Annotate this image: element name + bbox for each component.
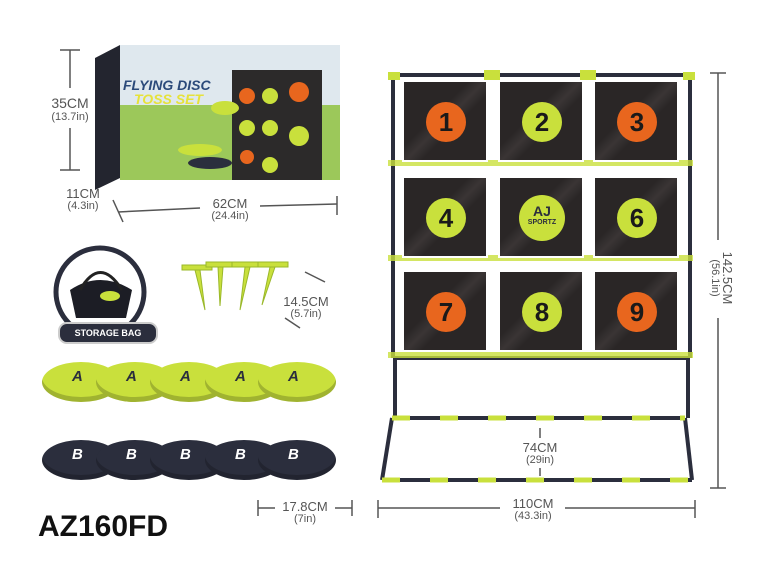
disc-letter: B [180,446,191,463]
logo-sportz: SPORTZ [527,219,557,226]
target-number: 4 [426,198,466,238]
storage-bag [53,245,147,339]
target-number: 1 [426,102,466,142]
target-panel-3: 3 [593,80,679,162]
target-panel-7: 7 [402,270,488,352]
target-number: 8 [522,292,562,332]
target-number: 2 [522,102,562,142]
target-panel-4: 4 [402,176,488,258]
lime-disc: A [258,362,336,402]
logo-aj: AJ [533,203,551,219]
disc-letter: B [235,446,246,463]
target-panel-6: 6 [593,176,679,258]
target-frame [380,70,695,483]
storage-bag-label: STORAGE BAG [58,322,158,344]
target-number: 6 [617,198,657,238]
box-width-label: 62CM(24.4in) [211,196,249,222]
disc-diameter-label: 17.8CM(7in) [282,499,328,525]
disc-letter: B [72,446,83,463]
disc-letter: A [180,368,191,385]
disc-letter: B [288,446,299,463]
disc-letter: A [288,368,299,385]
target-number: 9 [617,292,657,332]
target-panel-8: 8 [498,270,584,352]
frame-height-label: 142.5CM(56.1in) [709,251,735,305]
disc-letter: A [126,368,137,385]
navy-disc: B [258,440,336,480]
target-panel-2: 2 [498,80,584,162]
model-number: AZ160FD [38,510,169,543]
frame-width-label: 110CM(43.3in) [512,496,554,522]
frame-dimension-lines [257,72,726,518]
box-title-line2: TOSS SET [134,91,203,107]
stake-dimension-lines [284,271,326,329]
product-box [95,45,340,190]
disc-letter: A [235,368,246,385]
target-number: 7 [426,292,466,332]
box-dimension-lines [60,49,338,223]
target-panel-1: 1 [402,80,488,162]
target-panel-9: 9 [593,270,679,352]
box-depth-label: 11CM(4.3in) [66,186,100,212]
disc-letter: B [126,446,137,463]
box-height-label: 35CM(13.7in) [51,95,89,124]
stake-length-label: 14.5CM(5.7in) [283,294,329,320]
base-depth-label: 74CM(29in) [522,440,558,466]
disc-letter: A [72,368,83,385]
ground-stakes [181,261,289,311]
box-title-line1: FLYING DISC [123,77,211,93]
target-number: 3 [617,102,657,142]
